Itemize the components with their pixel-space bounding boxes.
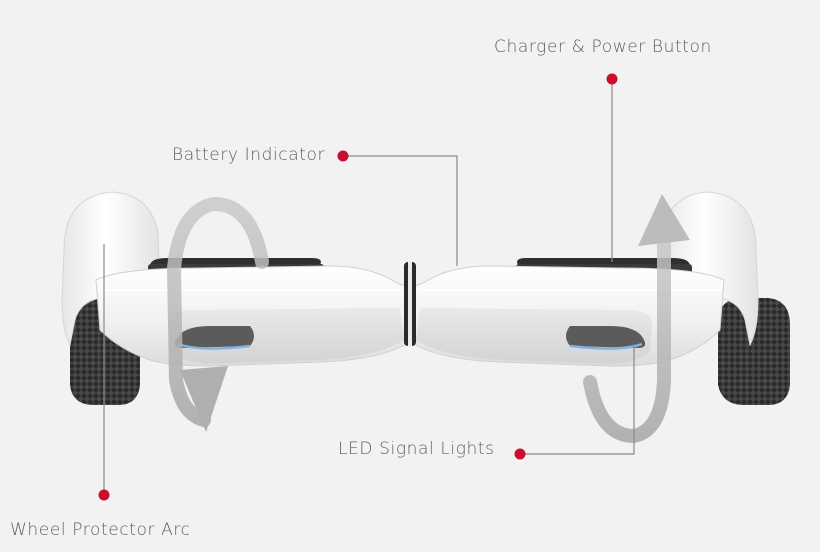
led-leader-line [520,344,635,455]
led-callout-dot [514,448,526,460]
battery-leader-line [343,155,458,266]
charger-power-button-label: Charger & Power Button [494,37,712,57]
right-led-light [566,326,646,350]
battery-callout-dot [337,150,349,162]
wheel-callout-dot [98,489,110,501]
wheel-protector-arc-label: Wheel Protector Arc [10,520,191,540]
battery-indicator-label: Battery Indicator [172,145,326,165]
callout-dots [98,73,618,501]
board-body [95,262,725,367]
right-wheel [718,298,790,405]
led-signal-lights-label: LED Signal Lights [338,439,495,459]
rotate-arrow-left-icon [166,196,269,432]
leader-lines [103,79,635,495]
charger-callout-dot [606,73,618,85]
